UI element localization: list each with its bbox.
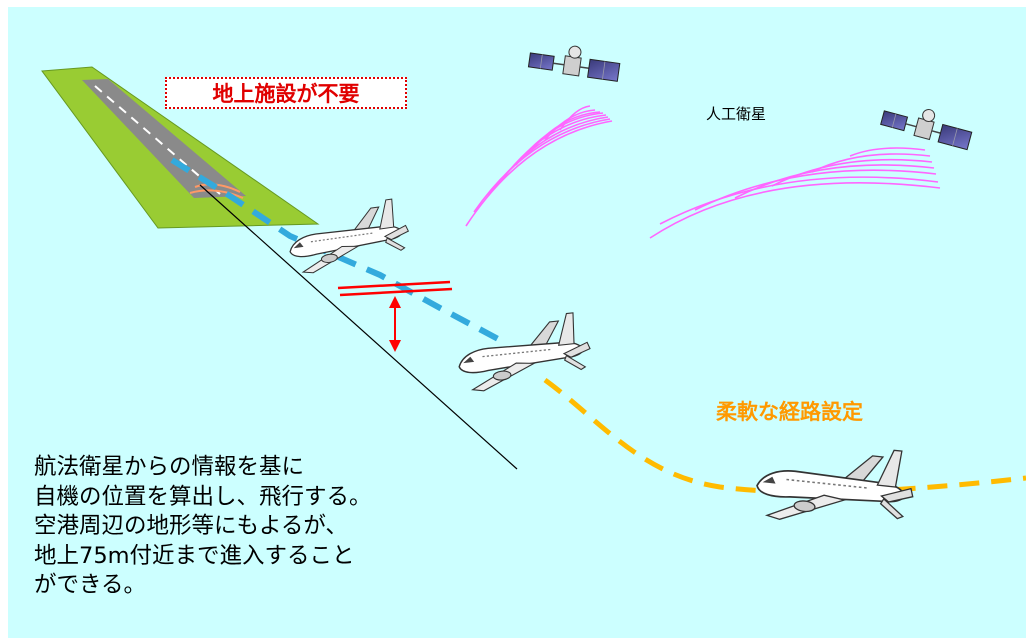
decision-height-marker bbox=[337, 280, 453, 352]
description-text: 航法衛星からの情報を基に 自機の位置を算出し、飛行する。 空港周辺の地形等にもよ… bbox=[34, 453, 372, 601]
description-line: ができる。 bbox=[34, 572, 147, 598]
diagram-background bbox=[8, 7, 1026, 638]
signal-waves-2 bbox=[649, 147, 941, 239]
description-line: 地上75m付近まで進入すること bbox=[34, 542, 355, 569]
airplane-on-approach bbox=[454, 310, 594, 394]
satellite-label: 人工衛星 bbox=[706, 105, 767, 123]
satellite-2-icon bbox=[879, 97, 976, 151]
runway bbox=[41, 66, 320, 229]
description-line: 空港周辺の地形等にもよるが、 bbox=[34, 513, 348, 539]
no-ground-facility-label: 地上施設が不要 bbox=[165, 77, 407, 109]
satellite-1-icon bbox=[527, 39, 623, 83]
description-line: 自機の位置を算出し、飛行する。 bbox=[34, 483, 372, 510]
glide-slope-line bbox=[199, 184, 518, 470]
airplane-flexible-route bbox=[752, 435, 919, 534]
description-line: 航法衛星からの情報を基に bbox=[34, 454, 305, 480]
flexible-route-label: 柔軟な経路設定 bbox=[716, 400, 863, 424]
flexible-route-path bbox=[543, 377, 1026, 495]
signal-waves-1 bbox=[465, 105, 613, 227]
